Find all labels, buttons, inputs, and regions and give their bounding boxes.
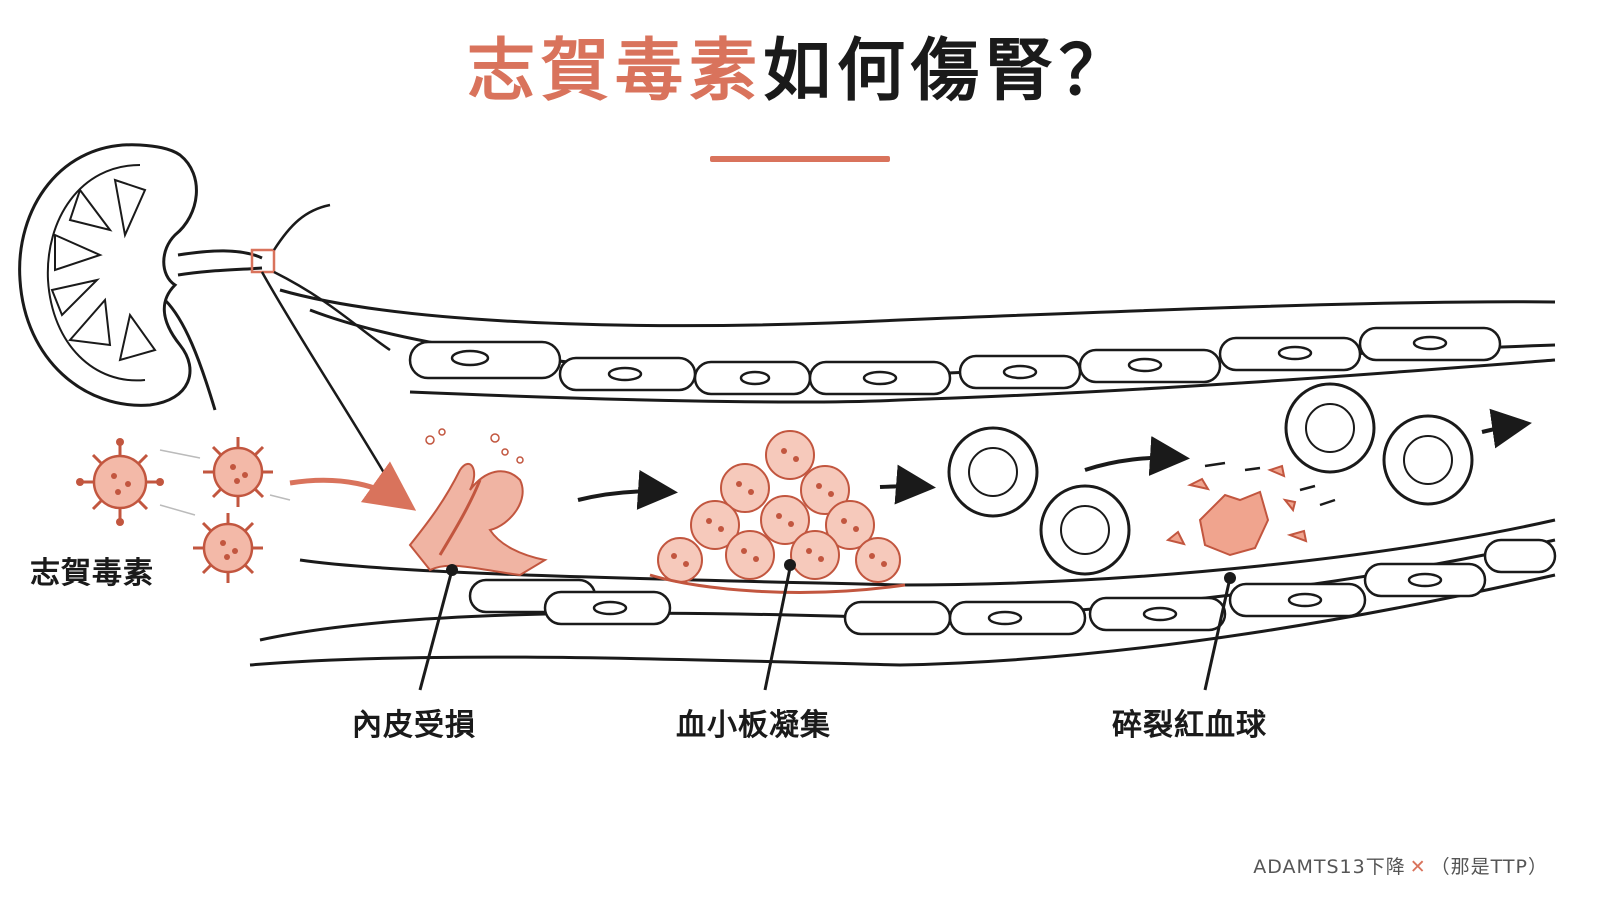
fragmented-rbc [1165, 461, 1336, 557]
platelet-icon [657, 537, 703, 583]
kidney-icon [18, 143, 263, 411]
endothelial-damage [408, 428, 548, 577]
footnote-suffix: （那是TTP） [1430, 856, 1548, 878]
callout-leaders [418, 567, 1232, 691]
red-blood-cell-icon [1039, 484, 1131, 576]
label-endothelial-damage: 內皮受損 [352, 708, 476, 743]
footnote-prefix: ADAMTS13下降 [1253, 856, 1406, 878]
platelet-icon [720, 463, 770, 513]
platelet-icon [765, 430, 815, 480]
red-blood-cell-icon [1284, 382, 1376, 474]
title-underline [710, 156, 890, 162]
red-blood-cell-icon [1382, 414, 1474, 506]
platelet-icon [855, 537, 901, 583]
platelet-icon [790, 530, 840, 580]
title-rest: 如何傷腎？ [763, 32, 1134, 111]
platelet-icon [725, 530, 775, 580]
red-blood-cell-icon [947, 426, 1039, 518]
cross-icon: ✕ [1409, 856, 1427, 878]
platelet-icon [800, 465, 850, 515]
zoom-lines [260, 203, 402, 501]
footnote: ADAMTS13下降✕（那是TTP） [1253, 852, 1548, 879]
label-toxin: 志賀毒素 [30, 556, 154, 591]
label-platelet-aggregation: 血小板凝集 [676, 708, 831, 743]
callout-dots [446, 559, 1236, 584]
toxin-particle-icon [193, 513, 263, 583]
toxin-particle-icon [76, 438, 164, 526]
arrow-icon [1481, 408, 1532, 449]
platelet-icon [825, 500, 875, 550]
red-blood-cells [947, 382, 1474, 576]
platelet-cluster [649, 430, 906, 594]
arrow-icon [879, 464, 936, 505]
endothelial-cells-bottom [468, 538, 1557, 636]
toxin-arrow-icon [289, 461, 417, 511]
toxin-particle-icon [203, 437, 273, 507]
flow-arrows [577, 408, 1532, 510]
endothelial-cells-top [408, 326, 1502, 396]
toxin-particles [76, 437, 291, 583]
label-fragmented-rbc: 碎裂紅血球 [1112, 708, 1267, 743]
arrow-icon [1084, 436, 1190, 476]
platelet-icon [690, 500, 740, 550]
arrow-icon [577, 469, 678, 510]
platelet-icon [760, 495, 810, 545]
page-title: 志賀毒素如何傷腎？ [0, 38, 1600, 106]
title-accent: 志賀毒素 [466, 32, 763, 111]
